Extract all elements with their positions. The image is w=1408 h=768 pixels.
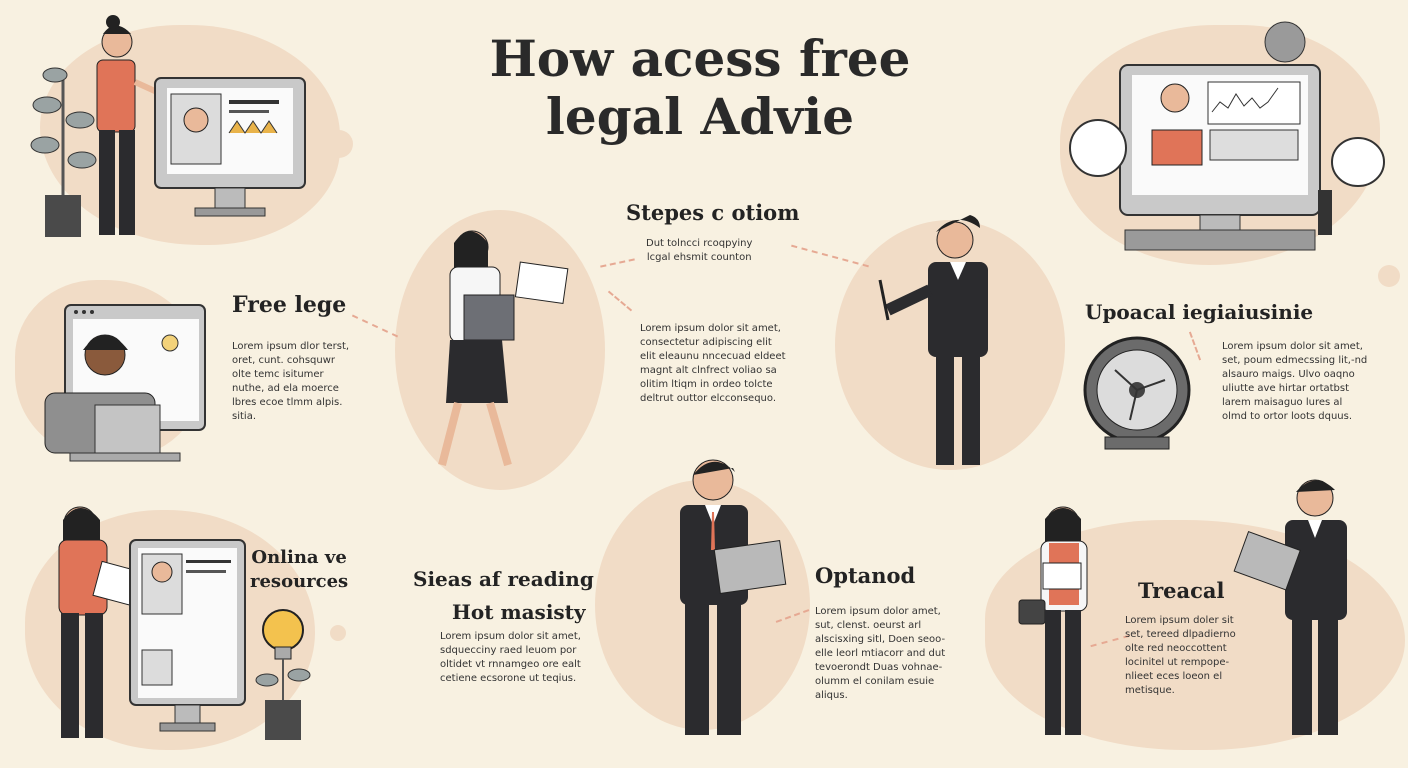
heading-sieas: Sieas af reading xyxy=(413,567,594,591)
woman-presenter-illustration xyxy=(96,15,159,235)
blob-dot xyxy=(325,130,353,158)
heading-treacal: Treacal xyxy=(1138,578,1225,603)
text-sieas: Lorem ipsum dolor sit amet, sdquecciny r… xyxy=(440,631,581,684)
connector-line xyxy=(351,314,399,338)
man-laptop-illustration xyxy=(680,459,787,735)
heading-optanod: Optanod xyxy=(815,563,916,588)
title-line-2: legal Advie xyxy=(545,87,855,146)
text-treacal: Lorem ipsum doler sit set, tereed dlpadi… xyxy=(1125,615,1236,696)
text-center: Lorem ipsum dolor sit amet, consectetur … xyxy=(640,323,786,404)
heading-upoacal: Upoacal iegiaiusinie xyxy=(1085,300,1314,324)
text-free: Lorem ipsum dlor terst, oret, cunt. cohs… xyxy=(232,341,350,422)
document-monitor-illustration xyxy=(129,539,246,732)
man-laptop-right-illustration xyxy=(1233,479,1347,735)
text-upoacal: Lorem ipsum dolor sit amet, set, poum ed… xyxy=(1222,341,1368,422)
heading-steps: Stepes c otiom xyxy=(626,200,800,225)
blob-dot xyxy=(1378,265,1400,287)
video-call-monitor-illustration xyxy=(1069,21,1385,251)
connector-line xyxy=(607,290,633,312)
connector-line xyxy=(791,244,869,268)
fan-device-illustration xyxy=(1083,336,1191,450)
text-steps: Dut tolncci rcoqpyiny lcgal ehsmit count… xyxy=(646,238,753,263)
woman-tablet-illustration xyxy=(58,506,142,738)
page-title: How acess free legal Advie xyxy=(360,30,1040,146)
man-desktop-illustration xyxy=(44,304,206,462)
woman-bag-illustration xyxy=(1018,506,1088,735)
subheading-sieas: Hot masisty xyxy=(452,600,586,624)
man-pointing-illustration xyxy=(878,215,988,465)
heading-online: Onlina ve resources xyxy=(250,547,349,592)
connector-line xyxy=(600,258,635,268)
title-line-1: How acess free xyxy=(489,29,911,88)
blob-dot xyxy=(330,625,346,641)
heading-free: Free lege xyxy=(232,292,347,318)
text-optanod: Lorem ipsum dolor amet, sut, clenst. oeu… xyxy=(815,606,946,701)
walking-woman-illustration xyxy=(438,230,569,467)
monitor-illustration xyxy=(154,77,306,217)
plant-illustration xyxy=(30,67,97,237)
lightbulb-icon xyxy=(255,609,311,740)
